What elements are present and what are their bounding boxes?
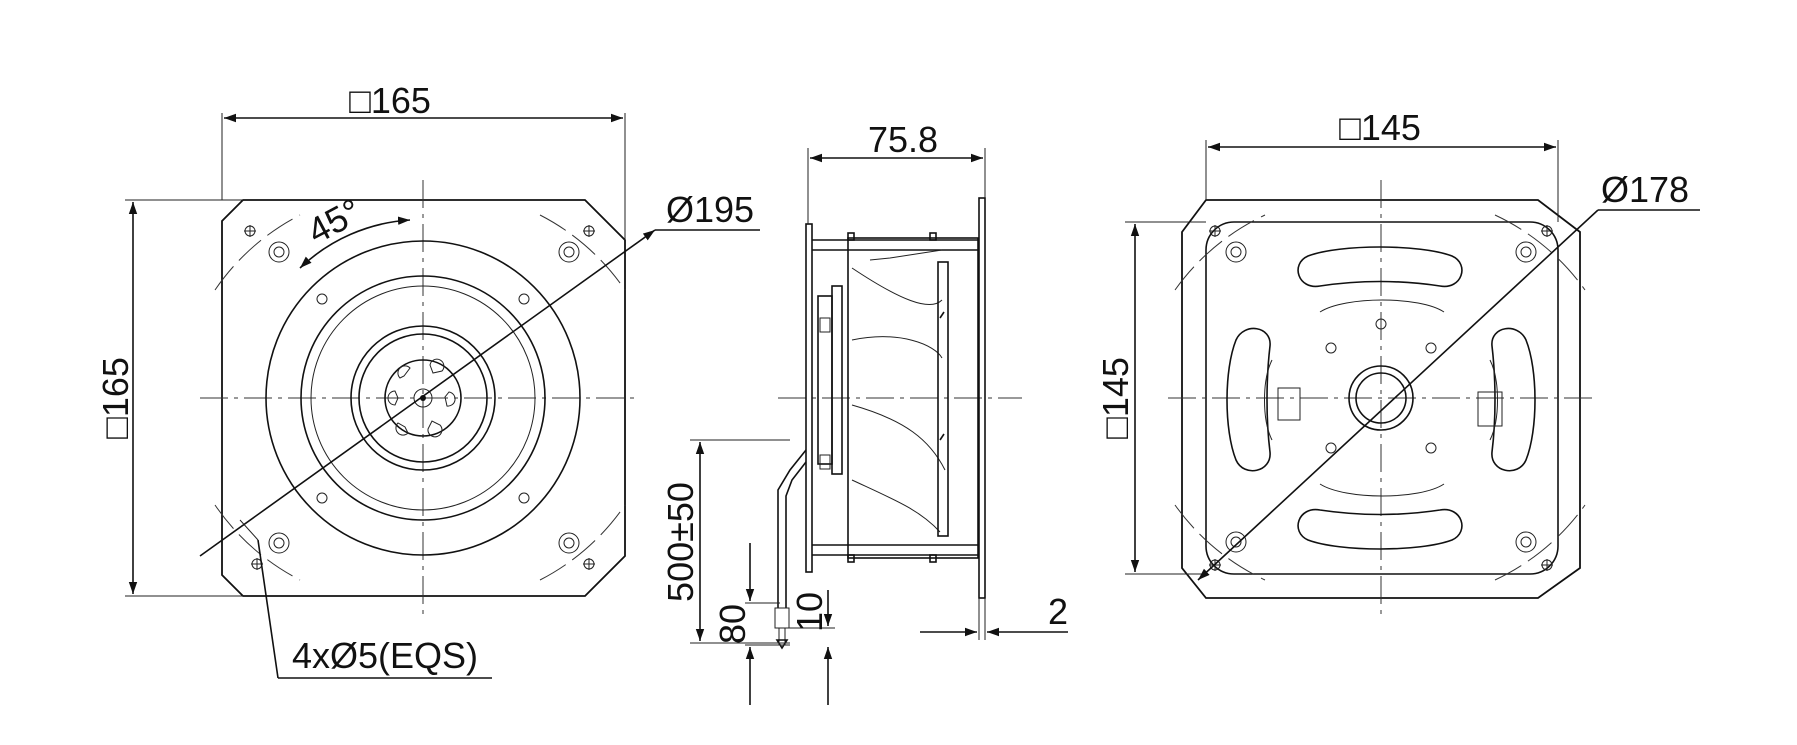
rear-height-label: □145 <box>1095 357 1136 439</box>
front-diameter-label: Ø195 <box>666 189 754 230</box>
tip-length-label: 10 <box>789 592 830 632</box>
rear-view: □145 □145 Ø178 <box>1095 107 1700 615</box>
holes-label: 4xØ5(EQS) <box>292 635 478 676</box>
rear-width-label: □145 <box>1339 107 1421 148</box>
strip-length-label: 80 <box>712 604 753 644</box>
depth-label: 75.8 <box>868 119 938 160</box>
front-width-label: □165 <box>349 80 431 121</box>
front-height-label: □165 <box>95 357 136 439</box>
flange-thickness-label: 2 <box>1048 591 1068 632</box>
cable-length-label: 500±50 <box>660 482 701 602</box>
front-view: □165 □165 Ø195 45° 4xØ5(EQS) <box>95 80 760 679</box>
rear-diameter-label: Ø178 <box>1601 169 1689 210</box>
side-view: 75.8 500±50 80 10 2 <box>660 119 1068 705</box>
